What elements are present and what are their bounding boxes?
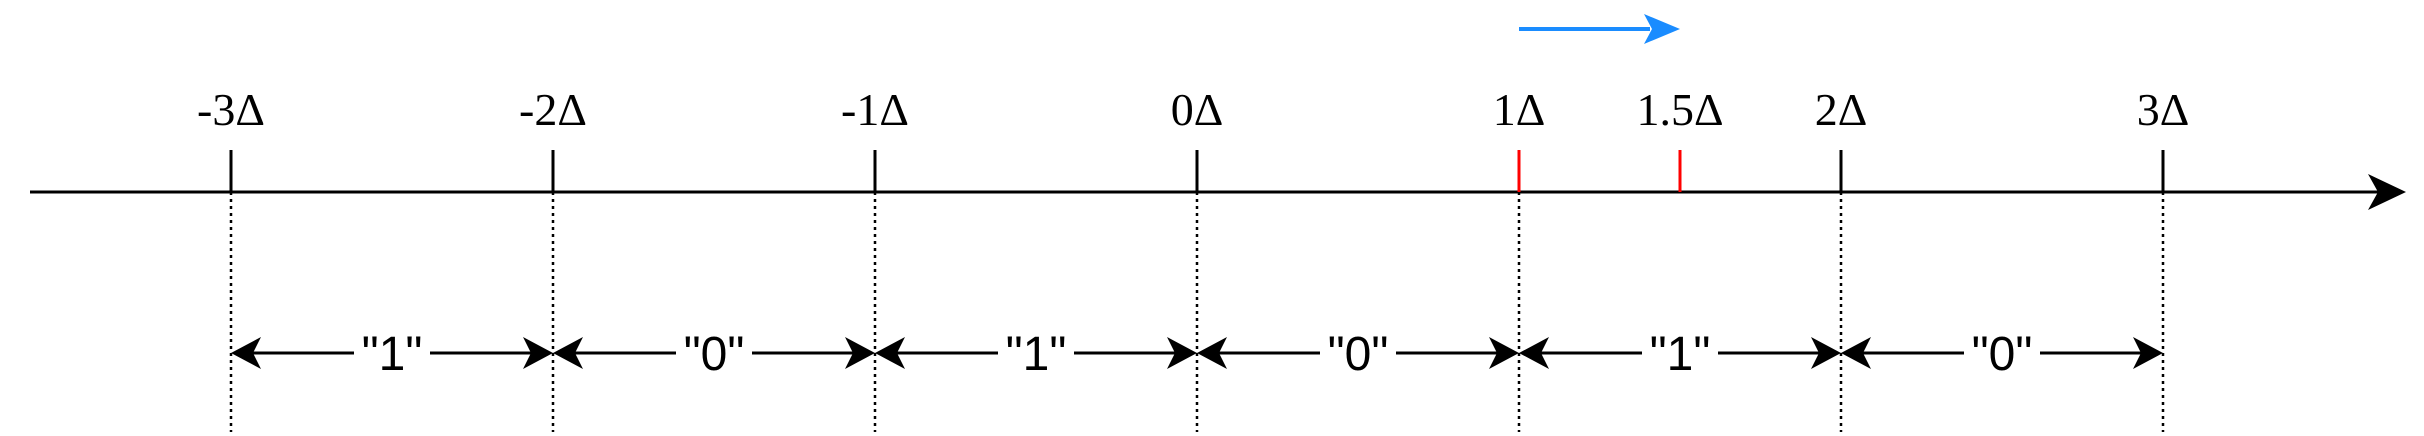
arrowhead-left-icon [231,337,261,369]
tick-label: 3Δ [2137,84,2190,135]
interval-arrow: "1" [875,328,1197,381]
tick-label: -2Δ [519,84,587,135]
tick-label: 1.5Δ [1636,84,1723,135]
arrowhead-left-icon [875,337,905,369]
arrowhead-right-icon [845,337,875,369]
interval-arrow: "1" [231,328,553,381]
interval-label: "0" [684,328,745,381]
tick-label: -1Δ [841,84,909,135]
arrowhead-right-icon [1489,337,1519,369]
arrowhead-left-icon [1841,337,1871,369]
tick-label: 1Δ [1493,84,1546,135]
interval-arrow: "0" [1841,328,2163,381]
tick-label: -3Δ [197,84,265,135]
interval-label: "0" [1328,328,1389,381]
arrowhead-right-icon [523,337,553,369]
arrowhead-right-icon [1167,337,1197,369]
interval-arrow: "0" [553,328,875,381]
interval-label: "1" [1006,328,1067,381]
arrowhead-right-icon [2133,337,2163,369]
arrowhead-left-icon [1519,337,1549,369]
interval-label: "0" [1972,328,2033,381]
interval-label: "1" [362,328,423,381]
axis-arrowhead-icon [2368,174,2406,210]
tick-label: 0Δ [1171,84,1224,135]
arrowhead-right-icon [1811,337,1841,369]
arrowhead-left-icon [553,337,583,369]
interval-label: "1" [1650,328,1711,381]
tick-label: 2Δ [1815,84,1868,135]
interval-arrow: "0" [1197,328,1519,381]
right-arrow-icon [1644,14,1680,44]
interval-arrow: "1" [1519,328,1841,381]
arrowhead-left-icon [1197,337,1227,369]
